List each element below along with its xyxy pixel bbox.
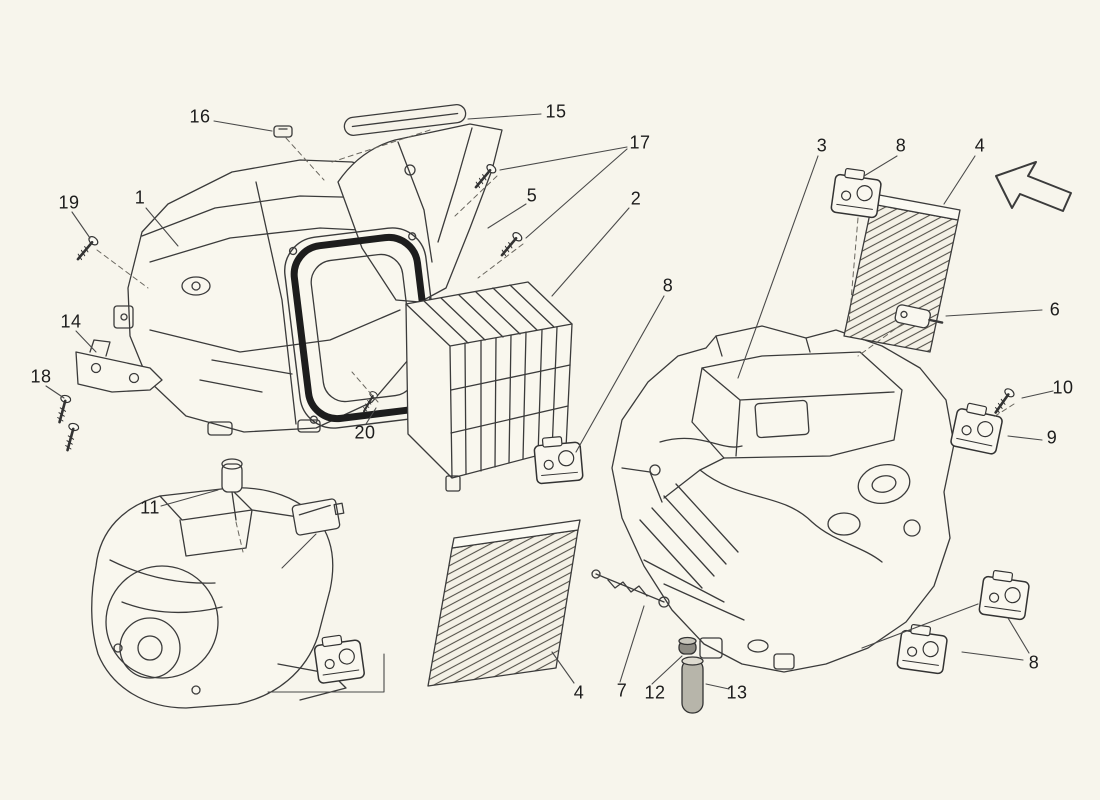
callout-8-bottom: 8 (1028, 652, 1040, 673)
actuator-bottom-right-2 (977, 568, 1032, 621)
callout-3: 3 (816, 135, 828, 156)
callout-5: 5 (526, 185, 538, 206)
callout-8-top: 8 (895, 135, 907, 156)
callout-8-mid: 8 (662, 275, 674, 296)
actuator-top-right (829, 166, 884, 219)
alignment-dashed-lines (96, 129, 1015, 553)
temperature-sensor (894, 304, 944, 329)
mounting-bracket (75, 339, 163, 393)
callout-12: 12 (644, 682, 666, 703)
callout-18: 18 (30, 366, 52, 387)
screw-19 (72, 233, 101, 264)
callout-16: 16 (189, 106, 211, 127)
callout-9: 9 (1046, 427, 1058, 448)
right-hvac-unit (591, 325, 955, 673)
callout-2: 2 (630, 188, 642, 209)
foam-seal-strip (343, 104, 467, 136)
callout-15: 15 (545, 101, 567, 122)
callout-11: 11 (140, 497, 160, 518)
screw-18a (53, 393, 73, 425)
screw-18b (61, 421, 81, 453)
callout-14: 14 (60, 311, 82, 332)
callout-4-top: 4 (974, 135, 986, 156)
callout-20: 20 (354, 422, 376, 443)
filter-element-bottom (427, 519, 581, 687)
clip (273, 125, 293, 138)
callout-7: 7 (616, 680, 628, 701)
actuator-bottom-right-1 (895, 622, 950, 675)
callout-13: 13 (726, 682, 748, 703)
filter-element-top (843, 193, 961, 353)
callout-1: 1 (134, 187, 146, 208)
callout-4-bottom: 4 (573, 682, 585, 703)
direction-arrow-icon (995, 161, 1072, 212)
callout-6: 6 (1049, 299, 1061, 320)
screw-17b (496, 229, 525, 260)
actuator-blower (312, 631, 366, 685)
callout-17: 17 (629, 132, 651, 153)
blower-assembly (91, 458, 347, 709)
upper-cover-panel (337, 123, 503, 303)
leader-lines (45, 113, 1054, 693)
drain-tube (681, 656, 704, 714)
callout-10: 10 (1052, 377, 1074, 398)
grommet (678, 636, 697, 655)
callout-19: 19 (58, 192, 80, 213)
